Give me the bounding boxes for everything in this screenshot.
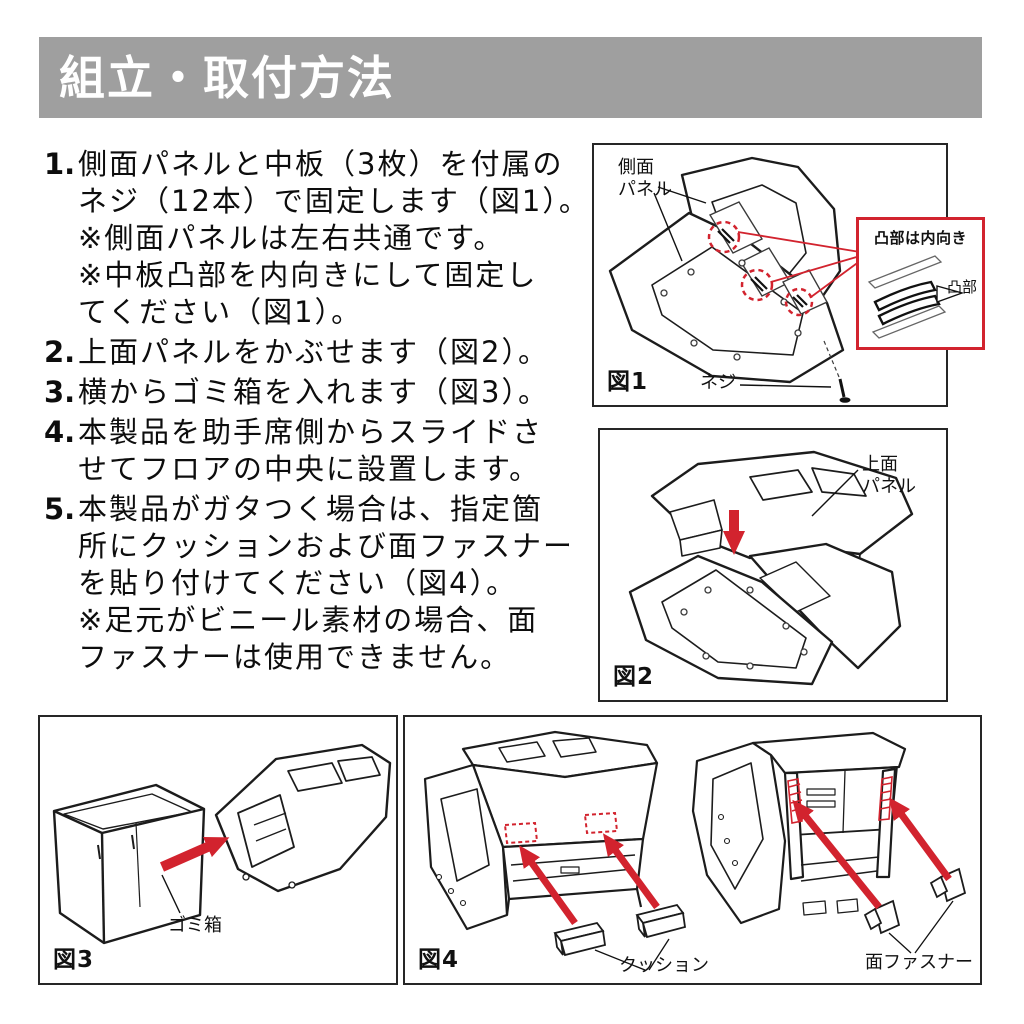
instruction-item-5: 5. 本製品がガタつく場合は、指定箇 所にクッションおよび面ファスナー を貼り付… xyxy=(44,491,589,676)
instruction-line: ファスナーは使用できません。 xyxy=(78,640,512,674)
screw-icon xyxy=(823,340,851,403)
figure-2-diagram xyxy=(628,450,914,686)
instruction-line: 上面パネルをかぶせます（図2）。 xyxy=(78,335,549,369)
side-panel-label-line1: 側面 xyxy=(618,157,654,178)
instruction-number: 2. xyxy=(44,335,76,369)
instruction-item-4: 4. 本製品を助手席側からスライドさ せてフロアの中央に設置します。 xyxy=(44,414,589,488)
callout-leader-lines xyxy=(737,231,861,298)
instruction-line: ※側面パネルは左右共通です。 xyxy=(78,221,505,255)
figure-3-trash-box: ゴミ箱 図3 xyxy=(38,715,398,985)
instruction-line: 所にクッションおよび面ファスナー xyxy=(78,529,575,563)
instruction-line: てください（図1）。 xyxy=(78,295,363,329)
section-header-bar: 組立・取付方法 xyxy=(39,37,982,118)
instruction-line: 本製品を助手席側からスライドさ xyxy=(78,415,544,449)
figure-4-caption: 図4 xyxy=(418,947,460,973)
tab-pointer-wedge xyxy=(936,285,965,303)
instruction-line: を貼り付けてください（図4）。 xyxy=(78,566,518,600)
instruction-number: 4. xyxy=(44,415,76,449)
instruction-number: 1. xyxy=(44,147,76,181)
instruction-line: ※足元がビニール素材の場合、面 xyxy=(78,603,539,637)
middle-boards xyxy=(708,201,828,315)
cushion-arrow-icon xyxy=(602,833,660,910)
figure-4-cushion-fastener: クッション 面ファスナー 図4 xyxy=(403,715,982,985)
figure-2-top-panel: 上面 パネル 図2 xyxy=(598,428,948,702)
instruction-line: ※中板凸部を内向きにして固定し xyxy=(78,258,538,292)
tab-direction-callout: 凸部は内向き 凸部 xyxy=(856,217,985,350)
fastener-label: 面ファスナー xyxy=(865,952,973,973)
top-panel-label-line2: パネル xyxy=(862,476,916,497)
cushion-blocks xyxy=(553,903,687,957)
trash-box-label: ゴミ箱 xyxy=(168,915,222,936)
callout-title: 凸部は内向き xyxy=(873,229,967,247)
tab-highlight-circles xyxy=(707,220,814,317)
tab-detail-diagram xyxy=(867,255,965,339)
instruction-line: せてフロアの中央に設置します。 xyxy=(78,452,541,486)
instruction-line: ネジ（12本）で固定します（図1）。 xyxy=(78,184,590,218)
instruction-line: 横からゴミ箱を入れます（図3）。 xyxy=(78,375,549,409)
instruction-line: 本製品がガタつく場合は、指定箇 xyxy=(78,492,544,526)
figure-1-panel-assembly: 側面 パネル ネジ 図1 凸部は内向き 凸部 xyxy=(592,143,985,407)
tab-part-label: 凸部 xyxy=(946,278,977,296)
side-panel-label: 側面 パネル xyxy=(618,157,672,201)
fastener-arrow-icon xyxy=(888,797,952,882)
instruction-list: 1. 側面パネルと中板（3枚）を付属の ネジ（12本）で固定します（図1）。 ※… xyxy=(44,146,589,679)
insert-arrow-icon xyxy=(159,836,230,872)
instruction-number: 3. xyxy=(44,375,76,409)
section-title: 組立・取付方法 xyxy=(59,50,395,105)
figure-2-caption: 図2 xyxy=(613,664,655,690)
figure-1-diagram xyxy=(608,156,861,403)
figure-3-diagram xyxy=(52,743,392,945)
figure-4-diagram xyxy=(423,730,967,971)
fastener-pieces xyxy=(863,867,967,935)
instruction-number: 5. xyxy=(44,492,76,526)
trash-box-drawing xyxy=(52,783,206,945)
instruction-item-2: 2. 上面パネルをかぶせます（図2）。 xyxy=(44,334,589,371)
instruction-item-1: 1. 側面パネルと中板（3枚）を付属の ネジ（12本）で固定します（図1）。 ※… xyxy=(44,146,589,331)
cushion-label: クッション xyxy=(619,955,709,976)
fastener-arrow-icon xyxy=(792,799,882,910)
figure-3-caption: 図3 xyxy=(53,947,95,973)
cushion-position-marks xyxy=(503,811,619,845)
top-panel-label: 上面 パネル xyxy=(862,454,916,498)
side-panel-label-line2: パネル xyxy=(618,179,672,200)
instruction-item-3: 3. 横からゴミ箱を入れます（図3）。 xyxy=(44,374,589,411)
screw-label: ネジ xyxy=(700,372,736,393)
cushion-arrow-icon xyxy=(519,845,578,926)
figure-1-caption: 図1 xyxy=(607,369,649,395)
top-panel-label-line1: 上面 xyxy=(862,454,898,475)
instruction-line: 側面パネルと中板（3枚）を付属の xyxy=(78,147,564,181)
